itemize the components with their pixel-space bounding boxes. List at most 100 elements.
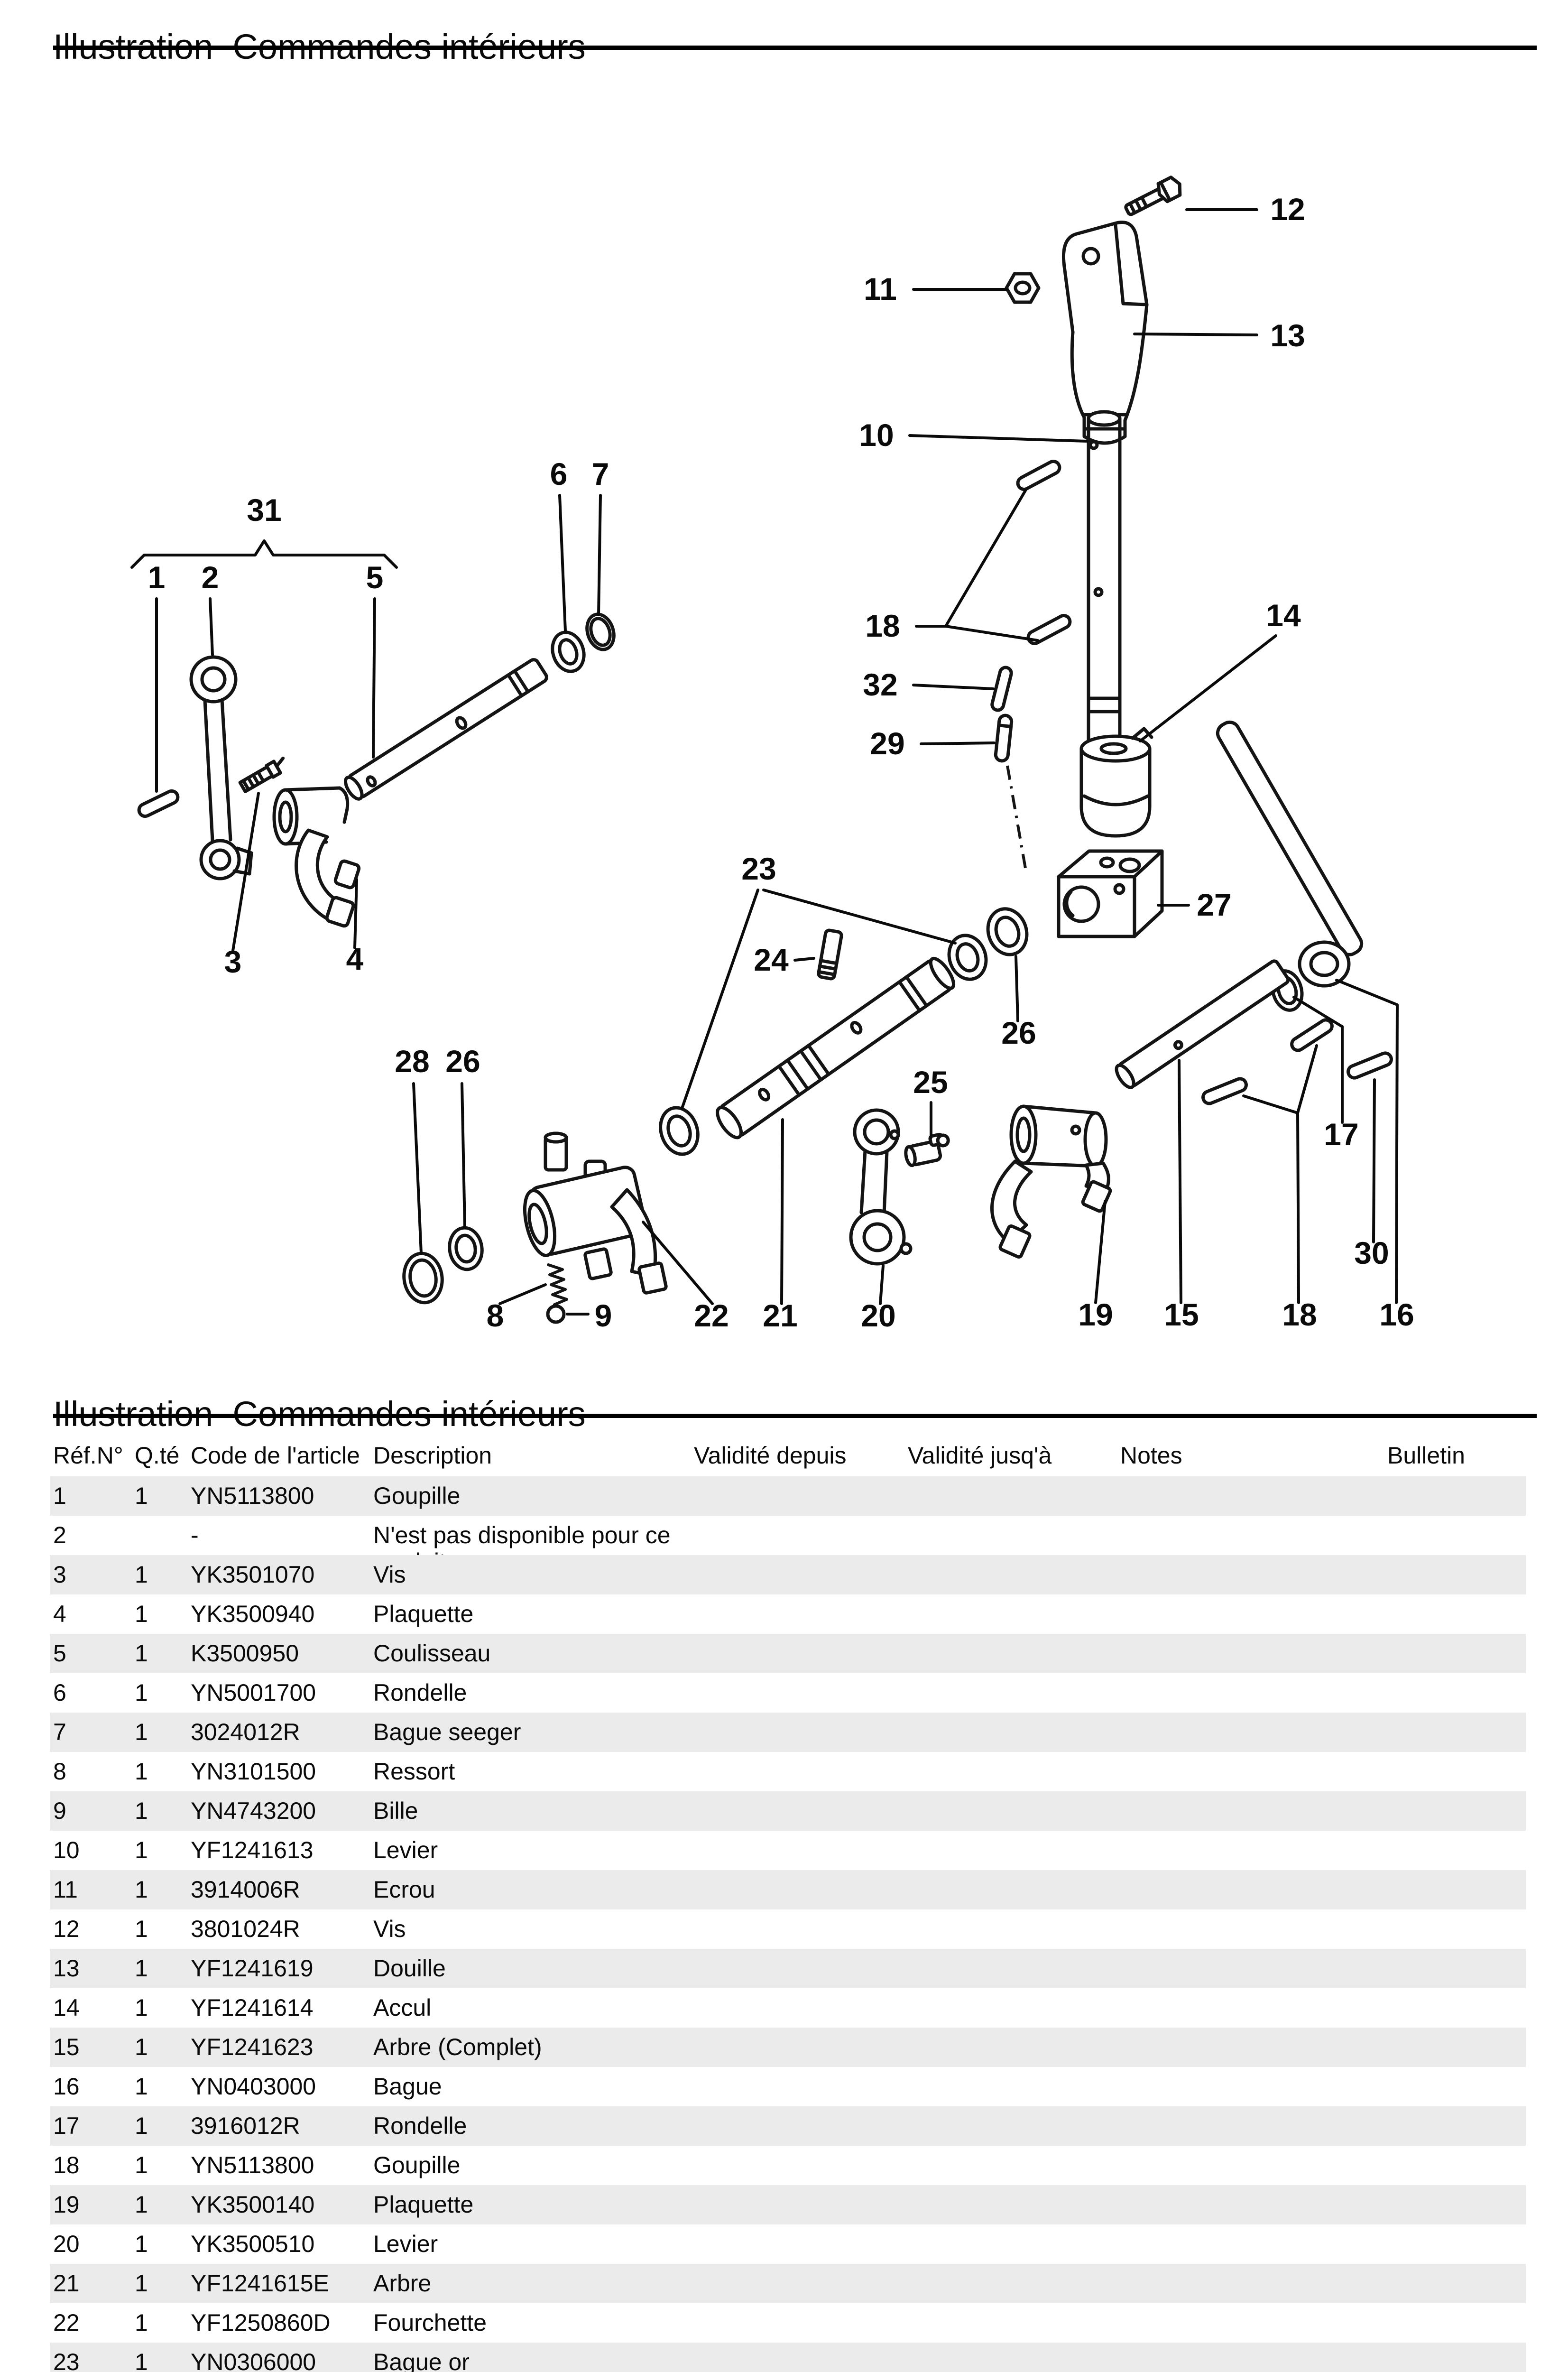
part-goupille-32 xyxy=(990,666,1013,712)
leader-line xyxy=(1178,1059,1182,1304)
leader-line xyxy=(762,889,957,945)
part-label: 18 xyxy=(1282,1297,1317,1332)
part-label: 18 xyxy=(865,608,900,643)
part-label: 21 xyxy=(763,1298,797,1333)
part-label: 32 xyxy=(863,667,897,702)
cell-desc: Plaquette xyxy=(373,1601,474,1627)
part-ressort-8 xyxy=(547,1263,568,1306)
cell-desc: Bille xyxy=(373,1798,418,1824)
cell-desc: Bague or xyxy=(373,2349,470,2372)
cell-desc: Accul xyxy=(373,1994,432,2021)
cell-ref: 10 xyxy=(53,1837,80,1863)
part-label: 4 xyxy=(346,941,364,976)
cell-desc: Rondelle xyxy=(373,2113,467,2139)
cell-desc: Rondelle xyxy=(373,1679,467,1706)
part-label: 15 xyxy=(1164,1297,1199,1332)
leader-line xyxy=(1292,996,1344,1124)
cell-desc: Arbre xyxy=(373,2270,432,2297)
part-label: 1 xyxy=(148,560,166,595)
cell-qty: 1 xyxy=(135,1994,148,2021)
cell-qty: 1 xyxy=(135,1916,148,1942)
part-label: 20 xyxy=(861,1298,895,1333)
cell-desc: Bague seeger xyxy=(373,1719,521,1745)
cell-code: YN5001700 xyxy=(191,1679,316,1706)
part-goupille-18a xyxy=(1016,460,1061,491)
cell-ref: 18 xyxy=(53,2152,80,2178)
cell-ref: 6 xyxy=(53,1679,66,1706)
cell-code: YF1241623 xyxy=(191,2034,314,2060)
cell-code: YN3101500 xyxy=(191,1758,316,1785)
cell-ref: 2 xyxy=(53,1522,66,1548)
part-bille-9 xyxy=(546,1304,566,1324)
part-plaquette-19 xyxy=(990,1104,1112,1259)
cell-code: - xyxy=(191,1522,199,1548)
part-goupille-18d xyxy=(1290,1018,1334,1052)
part-label: 27 xyxy=(1197,887,1231,922)
part-label: 16 xyxy=(1379,1297,1414,1332)
part-label: 11 xyxy=(864,271,897,306)
part-label: 28 xyxy=(395,1044,429,1079)
cell-code: YN5113800 xyxy=(191,2152,314,2178)
cell-desc: Vis xyxy=(373,1561,406,1588)
col-notes: Notes xyxy=(1120,1442,1182,1469)
leader-line xyxy=(1335,979,1399,1304)
leader-line xyxy=(1015,955,1019,1022)
part-arm xyxy=(1216,720,1364,956)
diagram-svg: 1211131067311251418322923272434262826251… xyxy=(130,176,1414,1333)
cell-qty: 1 xyxy=(135,1876,148,1903)
cell-qty: 1 xyxy=(135,2270,148,2297)
cell-qty: 1 xyxy=(135,2152,148,2178)
cell-ref: 3 xyxy=(53,1561,66,1588)
cell-code: YF1241619 xyxy=(191,1955,314,1982)
cell-ref: 4 xyxy=(53,1601,66,1627)
part-vis-24 xyxy=(817,928,843,981)
part-label: 2 xyxy=(202,560,219,595)
cell-qty: 1 xyxy=(135,2034,148,2060)
leader-line xyxy=(920,741,996,745)
cell-qty: 1 xyxy=(135,1601,148,1627)
cell-qty: 1 xyxy=(135,1955,148,1982)
part-bague-23a xyxy=(947,934,988,981)
cell-qty: 1 xyxy=(135,1482,148,1509)
part-epaisseur-26a xyxy=(448,1226,484,1271)
cell-code: YN5113800 xyxy=(191,1482,314,1509)
cell-ref: 13 xyxy=(53,1955,80,1982)
cell-code: K3500950 xyxy=(191,1640,299,1667)
part-goupille-1 xyxy=(137,789,180,818)
table-row: 3 1 YK3501070 Vis xyxy=(50,1555,1526,1594)
cell-qty: 1 xyxy=(135,1719,148,1745)
part-epaisseur-26b xyxy=(986,907,1029,956)
table-row: 2-N'est pas disponible pour ce produit xyxy=(50,1516,1526,1575)
cell-ref: 14 xyxy=(53,1994,80,2021)
leader-line xyxy=(231,792,260,952)
part-support-27 xyxy=(1057,849,1164,938)
part-levier-20 xyxy=(849,1108,913,1266)
cell-qty: 1 xyxy=(135,1561,148,1588)
cell-qty: 1 xyxy=(135,1679,148,1706)
cell-code: 3914006R xyxy=(191,1876,300,1903)
part-label: 5 xyxy=(366,560,384,595)
cell-ref: 1 xyxy=(53,1482,66,1509)
leader-line xyxy=(412,1082,423,1255)
title-rule xyxy=(53,46,1537,50)
part-goupille-18c xyxy=(1201,1077,1248,1105)
part-label: 13 xyxy=(1270,318,1305,353)
leader-line xyxy=(915,489,1027,628)
part-goupille-30 xyxy=(1347,1051,1393,1080)
cell-desc: Fourchette xyxy=(373,2309,487,2336)
cell-code: YK3501070 xyxy=(191,1561,315,1588)
cell-qty: 1 xyxy=(135,1758,148,1785)
part-label: 3 xyxy=(224,944,242,979)
